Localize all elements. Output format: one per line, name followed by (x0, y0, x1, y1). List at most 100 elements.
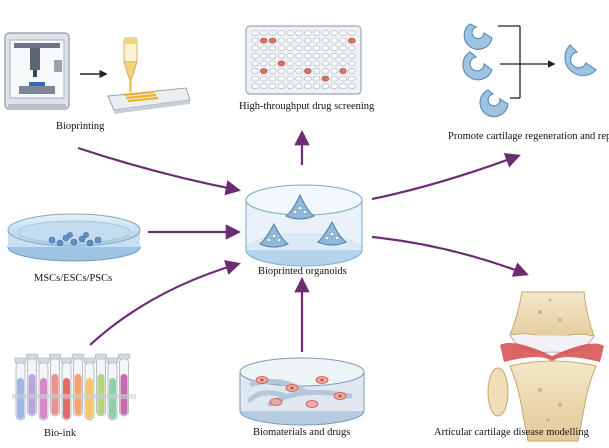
well (304, 37, 312, 44)
well (251, 45, 259, 52)
label-stem-cells: MSCs/ESCs/PSCs (34, 273, 113, 284)
well (295, 75, 303, 82)
well (251, 52, 259, 59)
well (295, 37, 303, 44)
well (348, 45, 356, 52)
well (277, 37, 286, 44)
well (330, 83, 338, 90)
well (312, 75, 321, 82)
well (260, 60, 268, 67)
well (339, 68, 347, 74)
well (321, 52, 330, 59)
well (330, 52, 338, 59)
well (304, 52, 312, 59)
well (268, 45, 277, 52)
label-cartilage-repair: Promote cartilage regeneration and repai… (448, 131, 609, 142)
well (304, 60, 312, 67)
well (339, 75, 347, 82)
well (268, 75, 277, 82)
well (330, 75, 338, 82)
well (348, 60, 356, 67)
well (260, 45, 268, 52)
well (348, 68, 356, 74)
well (277, 83, 286, 90)
well (321, 45, 330, 52)
well (286, 68, 294, 74)
well (277, 45, 286, 52)
well (321, 68, 330, 74)
well (268, 30, 277, 36)
well (348, 30, 356, 36)
well (268, 60, 277, 67)
well (260, 68, 268, 74)
well (330, 45, 338, 52)
label-bioprinting: Bioprinting (56, 121, 105, 132)
well (321, 60, 330, 67)
well (260, 37, 268, 44)
well (295, 30, 303, 36)
well (312, 30, 321, 36)
well (348, 83, 356, 90)
well (312, 83, 321, 90)
well (330, 60, 338, 67)
well (304, 75, 312, 82)
well (277, 68, 286, 74)
label-disease-modelling: Articular cartilage disease modelling (434, 427, 589, 438)
well (277, 60, 286, 67)
well (251, 75, 259, 82)
well (304, 83, 312, 90)
well (268, 52, 277, 59)
well (268, 68, 277, 74)
well (348, 75, 356, 82)
well (339, 30, 347, 36)
organoid-dish-icon (245, 184, 363, 267)
cartilage-fragment-icon (462, 23, 597, 118)
well (277, 75, 286, 82)
petri-dish-icon (7, 213, 141, 262)
well (312, 52, 321, 59)
well (339, 83, 347, 90)
well (260, 30, 268, 36)
well (348, 37, 356, 44)
well (268, 37, 277, 44)
well (295, 45, 303, 52)
bioprinter-icon (4, 32, 70, 110)
well (312, 37, 321, 44)
test-tubes-icon (12, 353, 136, 421)
well (312, 60, 321, 67)
well (251, 60, 259, 67)
well (268, 83, 277, 90)
well (251, 30, 259, 36)
well-plate-icon (245, 25, 362, 95)
well (286, 83, 294, 90)
knee-joint-icon (487, 291, 604, 442)
well (295, 52, 303, 59)
well (304, 30, 312, 36)
arrow-bioink-to-center (89, 260, 241, 346)
well (321, 30, 330, 36)
well (295, 83, 303, 90)
well (304, 45, 312, 52)
well (286, 52, 294, 59)
well (260, 52, 268, 59)
well (339, 60, 347, 67)
well (277, 30, 286, 36)
label-biomaterials: Biomaterials and drugs (253, 427, 351, 438)
well (339, 37, 347, 44)
arrow-center-to-disease (371, 235, 529, 277)
label-bio-ink: Bio-ink (44, 428, 77, 439)
well (295, 68, 303, 74)
well (260, 75, 268, 82)
well (330, 30, 338, 36)
well (321, 37, 330, 44)
label-drug-screening: High-throughput drug screening (239, 101, 375, 112)
label-center: Bioprinted organoids (258, 266, 347, 277)
well (286, 75, 294, 82)
well (286, 45, 294, 52)
well (277, 52, 286, 59)
well (286, 30, 294, 36)
well (251, 83, 259, 90)
well (251, 37, 259, 44)
well (260, 83, 268, 90)
